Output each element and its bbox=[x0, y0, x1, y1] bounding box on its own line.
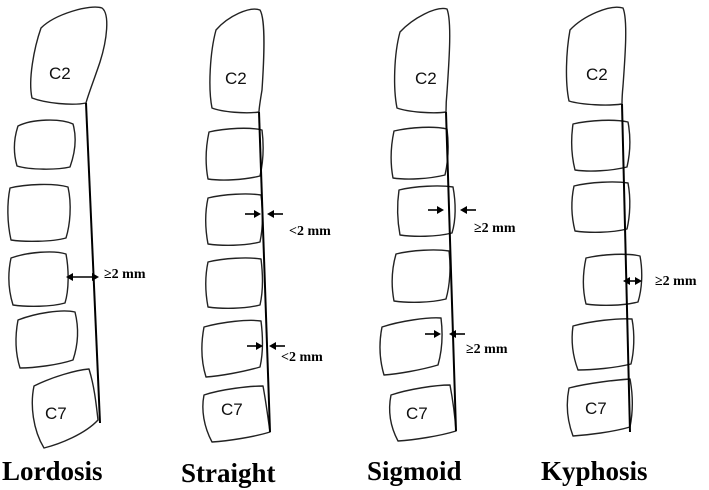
vertebra-c2 bbox=[393, 7, 451, 114]
vertebra-c6 bbox=[15, 310, 79, 369]
vertebra-c3 bbox=[390, 126, 449, 180]
vertebra-c4 bbox=[396, 185, 456, 238]
measurement-arrow bbox=[66, 273, 99, 281]
vertebra-label-c2: C2 bbox=[586, 65, 608, 84]
measurement-arrow bbox=[428, 206, 476, 214]
measurement-label: ≥2 mm bbox=[466, 342, 508, 357]
vertebra-c6 bbox=[571, 318, 635, 371]
measurement-arrow bbox=[247, 342, 285, 350]
vertebra-label-c7: C7 bbox=[221, 400, 243, 419]
vertebra-c2 bbox=[565, 6, 627, 106]
measurement-arrow bbox=[245, 210, 283, 218]
vertebra-c5 bbox=[391, 249, 451, 304]
measurement-label: ≥2 mm bbox=[655, 274, 697, 289]
vertebra-c2 bbox=[209, 8, 265, 114]
vertebra-c5 bbox=[205, 257, 264, 310]
measurement-label: <2 mm bbox=[289, 224, 331, 239]
vertebra-label-c7: C7 bbox=[585, 399, 607, 418]
panel-title: Lordosis bbox=[2, 456, 103, 486]
measurement-label: <2 mm bbox=[281, 350, 323, 365]
vertebra-c6 bbox=[379, 317, 443, 376]
vertebra-c2 bbox=[30, 6, 108, 105]
vertebra-label-c2: C2 bbox=[415, 69, 437, 88]
vertebra-label-c7: C7 bbox=[45, 404, 67, 423]
reference-line bbox=[445, 111, 457, 432]
vertebra-c6 bbox=[201, 319, 264, 378]
measurement-label: ≥2 mm bbox=[474, 221, 516, 236]
vertebra-label-c2: C2 bbox=[225, 69, 247, 88]
panel-straight: C2 C7 <2 mm <2 mm Straight bbox=[181, 8, 331, 488]
vertebra-c3 bbox=[205, 127, 264, 181]
measurement-arrow bbox=[623, 277, 642, 285]
vertebra-c7 bbox=[31, 368, 99, 449]
vertebra-c5 bbox=[582, 253, 643, 307]
vertebra-c4 bbox=[7, 183, 71, 243]
measurement-arrow bbox=[425, 330, 465, 338]
panel-title: Sigmoid bbox=[367, 456, 462, 486]
reference-line bbox=[621, 103, 631, 433]
vertebra-label-c7: C7 bbox=[406, 404, 428, 423]
panel-kyphosis: C2 C7 ≥2 mm Kyphosis bbox=[541, 6, 697, 486]
panel-sigmoid: C2 C7 ≥2 mm ≥2 mm Sigmoid bbox=[367, 7, 516, 486]
vertebra-c5 bbox=[8, 251, 69, 308]
vertebra-c4 bbox=[571, 181, 631, 234]
vertebra-c3 bbox=[570, 119, 631, 172]
panel-lordosis: C2 C7 ≥2 mm Lordosis bbox=[2, 6, 146, 486]
vertebra-label-c2: C2 bbox=[49, 64, 71, 83]
vertebra-c4 bbox=[205, 193, 264, 247]
reference-line bbox=[85, 102, 101, 424]
measurement-label: ≥2 mm bbox=[104, 267, 146, 282]
panel-title: Straight bbox=[181, 458, 276, 488]
reference-line bbox=[258, 111, 271, 433]
vertebra-c3 bbox=[13, 119, 76, 170]
panel-title: Kyphosis bbox=[541, 456, 648, 486]
